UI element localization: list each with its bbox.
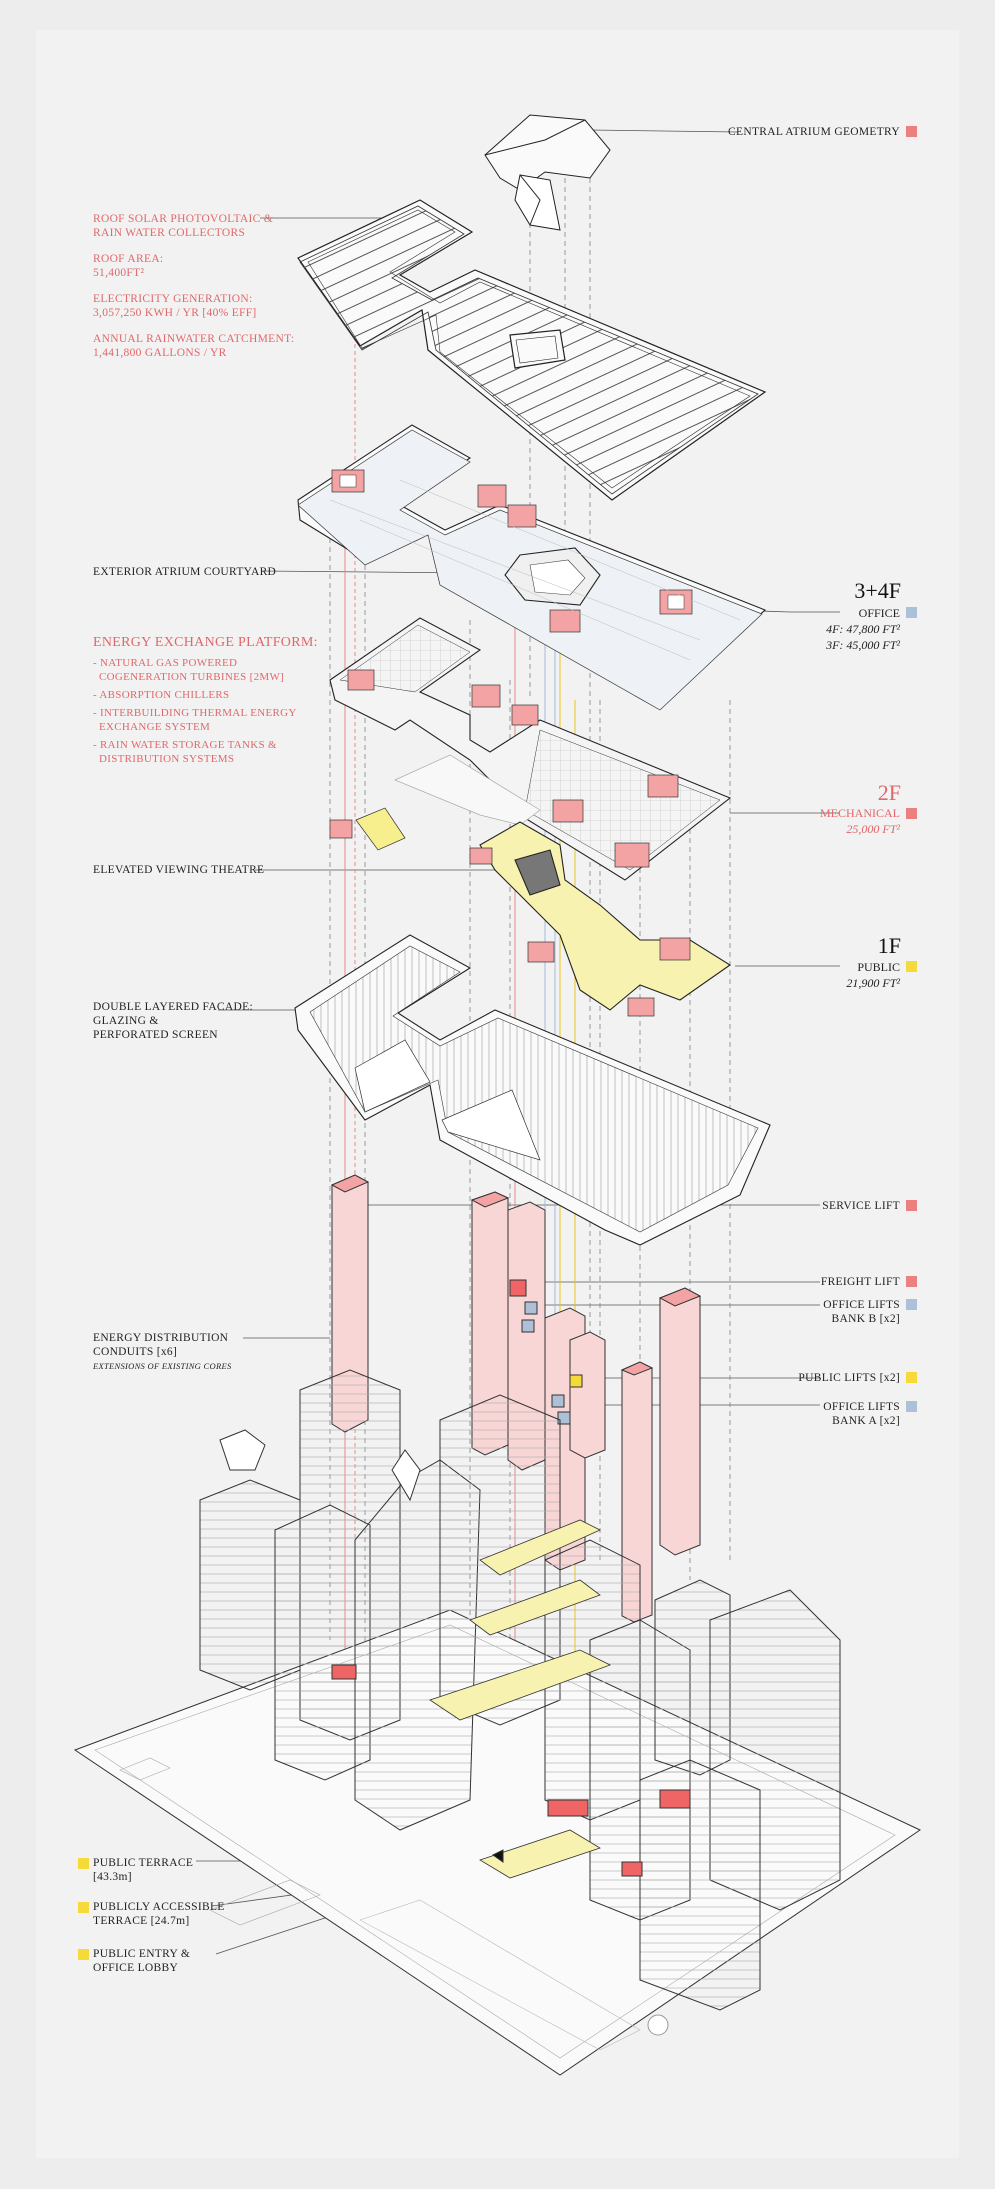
conduits-note: EXTENSIONS OF EXISTING CORES [93,1361,232,1371]
accessible-terrace-line1: PUBLICLY ACCESSIBLE [93,1901,225,1913]
office-4f-area: 4F: 47,800 FT² [826,622,900,636]
conduits-label: ENERGY DISTRIBUTION CONDUITS [x6] EXTENS… [93,1331,232,1373]
yellow-swatch [906,961,917,972]
yellow-swatch [78,1902,89,1913]
public-floor-plate [394,754,731,1017]
energy-item-3-line1: - INTERBUILDING THERMAL ENERGY [93,707,297,719]
public-floor-number: 1F [877,933,901,958]
office-floor-plates [297,424,767,711]
roof-pv-line2: RAIN WATER COLLECTORS [93,227,246,239]
public-terrace-label: PUBLIC TERRACE [43.3m] [93,1856,193,1884]
facade-label: DOUBLE LAYERED FACADE: GLAZING & PERFORA… [93,1000,253,1042]
mechanical-floor-plate [329,617,732,881]
rainwater-line1: ANNUAL RAINWATER CATCHMENT: [93,333,295,345]
red-swatch [906,126,917,137]
public-lifts-label: PUBLIC LIFTS [x2] [798,1372,900,1384]
office-3f-area: 3F: 45,000 FT² [826,638,900,652]
public-terrace-line1: PUBLIC TERRACE [93,1857,194,1869]
service-lift-label: SERVICE LIFT [822,1200,900,1212]
conduits-line2: CONDUITS [x6] [93,1346,178,1358]
public-name: PUBLIC [857,960,900,974]
rainwater-line2: 1,441,800 GALLONS / YR [93,347,227,359]
existing-city-block [73,1369,922,2076]
energy-item-1-line2: COGENERATION TURBINES [2MW] [99,671,285,683]
energy-item-4: - RAIN WATER STORAGE TANKS & DISTRIBUTIO… [93,738,277,766]
blue-swatch [906,1299,917,1310]
energy-item-4-line1: - RAIN WATER STORAGE TANKS & [93,739,277,751]
red-swatch [906,1276,917,1287]
public-entry-line1: PUBLIC ENTRY & [93,1948,191,1960]
office-name: OFFICE [858,606,900,620]
facade-line2: GLAZING & [93,1015,159,1027]
conduits-line1: ENERGY DISTRIBUTION [93,1332,229,1344]
yellow-swatch [78,1858,89,1869]
blue-swatch [906,607,917,618]
mech-floor-number: 2F [877,780,901,805]
energy-item-3: - INTERBUILDING THERMAL ENERGY EXCHANGE … [93,706,297,734]
roof-pv-label: ROOF SOLAR PHOTOVOLTAIC & RAIN WATER COL… [93,212,273,240]
yellow-swatch [78,1949,89,1960]
energy-item-2-line1: - ABSORPTION CHILLERS [93,689,230,701]
energy-item-2: - ABSORPTION CHILLERS [93,688,229,702]
office-lifts-b-line1: OFFICE LIFTS [823,1299,900,1311]
roof-pv-line1: ROOF SOLAR PHOTOVOLTAIC & [93,213,274,225]
roof-area-line2: 51,400FT² [93,267,145,279]
facade-line1: DOUBLE LAYERED FACADE: [93,1001,253,1013]
energy-item-4-line2: DISTRIBUTION SYSTEMS [99,753,235,765]
blue-swatch [906,1401,917,1412]
red-swatch [906,1200,917,1211]
energy-item-1-line1: - NATURAL GAS POWERED [93,657,238,669]
public-entry-line2: OFFICE LOBBY [93,1962,179,1974]
energy-platform-title: ENERGY EXCHANGE PLATFORM: [93,635,318,650]
accessible-terrace-label: PUBLICLY ACCESSIBLE TERRACE [24.7m] [93,1900,225,1928]
electricity-label: ELECTRICITY GENERATION: 3,057,250 KWH / … [93,292,257,320]
rainwater-label: ANNUAL RAINWATER CATCHMENT: 1,441,800 GA… [93,332,294,360]
office-lifts-a-line1: OFFICE LIFTS [823,1401,900,1413]
roof-plate [297,199,767,501]
public-entry-label: PUBLIC ENTRY & OFFICE LOBBY [93,1947,190,1975]
office-floor-number: 3+4F [854,578,901,603]
atrium-courtyard-label: EXTERIOR ATRIUM COURTYARD [93,566,277,578]
facade-line3: PERFORATED SCREEN [93,1029,218,1041]
office-lifts-a-line2: BANK A [x2] [832,1415,900,1427]
office-lifts-b-line2: BANK B [x2] [831,1313,900,1325]
yellow-swatch [906,1372,917,1383]
public-terrace-line2: [43.3m] [93,1871,132,1883]
public-area: 21,900 FT² [846,976,900,990]
office-lifts-b-label: OFFICE LIFTS BANK B [x2] [823,1298,900,1326]
electricity-line2: 3,057,250 KWH / YR [40% EFF] [93,307,257,319]
central-atrium-label: CENTRAL ATRIUM GEOMETRY [728,126,900,138]
mech-area: 25,000 FT² [846,822,900,836]
red-swatch [906,808,917,819]
office-lifts-a-label: OFFICE LIFTS BANK A [x2] [823,1400,900,1428]
roof-area-label: ROOF AREA: 51,400FT² [93,252,163,280]
triangle-arrow-icon [492,1849,504,1863]
electricity-line1: ELECTRICITY GENERATION: [93,293,253,305]
facade-ring [294,934,771,1246]
freight-lift-label: FREIGHT LIFT [820,1276,900,1288]
accessible-terrace-line2: TERRACE [24.7m] [93,1915,190,1927]
energy-item-3-line2: EXCHANGE SYSTEM [99,721,211,733]
mech-name: MECHANICAL [820,806,900,820]
central-atrium-geometry [484,114,611,231]
energy-item-1: - NATURAL GAS POWERED COGENERATION TURBI… [93,656,284,684]
viewing-theatre-label: ELEVATED VIEWING THEATRE [93,864,265,876]
roof-area-line1: ROOF AREA: [93,253,164,265]
